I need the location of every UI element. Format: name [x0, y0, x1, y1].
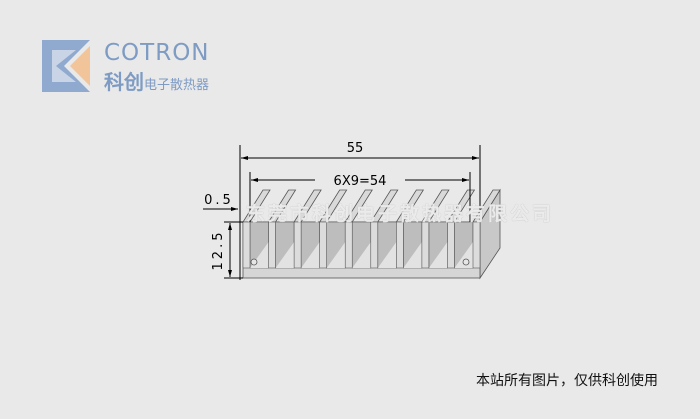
fin-pitch-label: 6X9=54: [334, 174, 387, 189]
brand-name-cn: 科创电子散热器: [104, 66, 209, 95]
fin-thickness-label: 0.5: [204, 193, 234, 208]
arrowheads: [228, 156, 479, 277]
fin-side-highlight: [301, 242, 320, 268]
fin-front: [421, 221, 430, 269]
watermark: 东莞市科创电子散热器有限公司: [246, 203, 555, 225]
fin-front: [319, 221, 327, 269]
clip-groove-right: [462, 258, 470, 266]
fin-front: [242, 221, 251, 269]
brand-name: COTRON: [104, 40, 210, 66]
fin-side-highlight: [352, 242, 371, 268]
brand-cn-sub: 电子散热器: [144, 78, 210, 93]
clip-groove-left: [250, 258, 258, 266]
overall-width-label: 55: [347, 141, 364, 156]
fin-front: [447, 221, 455, 269]
fin-front: [344, 221, 353, 269]
fin-side-highlight: [403, 242, 422, 268]
height-label: 12.5: [211, 230, 226, 271]
fin-side-highlight: [377, 242, 397, 268]
fin-side-highlight: [428, 242, 448, 268]
dimension-lines: [203, 145, 481, 280]
fin-side-highlight: [275, 242, 295, 268]
fin-front: [370, 221, 379, 269]
heatsink-profile: [242, 188, 501, 280]
fin-front: [472, 221, 481, 269]
fin-front: [293, 221, 302, 269]
logo: [40, 38, 240, 94]
logo-mark-icon: [42, 40, 90, 92]
fin-side-highlight: [326, 242, 346, 268]
caption: 本站所有图片，仅供科创使用: [476, 373, 658, 389]
fin-front: [396, 221, 404, 269]
brand-cn-bold: 科创: [104, 70, 144, 94]
fin-front: [268, 221, 276, 269]
